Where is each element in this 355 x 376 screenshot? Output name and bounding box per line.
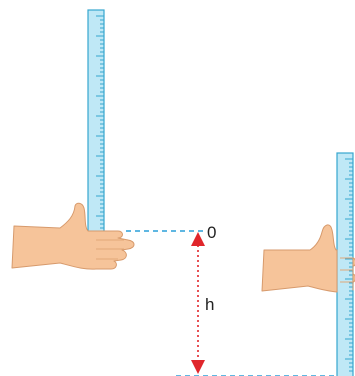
left-hand — [11, 202, 135, 270]
right-hand — [261, 224, 355, 293]
right-ruler-ticks — [345, 158, 353, 372]
height-arrow — [191, 232, 205, 374]
height-arrow-down-head — [191, 360, 205, 374]
height-arrow-up-head — [191, 232, 205, 246]
right-ruler — [336, 152, 354, 376]
right-hand-palm — [261, 224, 338, 293]
right-hand-finger-lines — [340, 257, 353, 283]
height-label: h — [205, 295, 214, 314]
left-ruler-body — [87, 9, 105, 233]
left-hand-finger-lines — [96, 239, 124, 260]
left-ruler — [87, 9, 105, 233]
left-ruler-ticks — [96, 15, 104, 229]
left-hand-palm — [11, 202, 135, 270]
zero-label: 0 — [207, 223, 216, 242]
